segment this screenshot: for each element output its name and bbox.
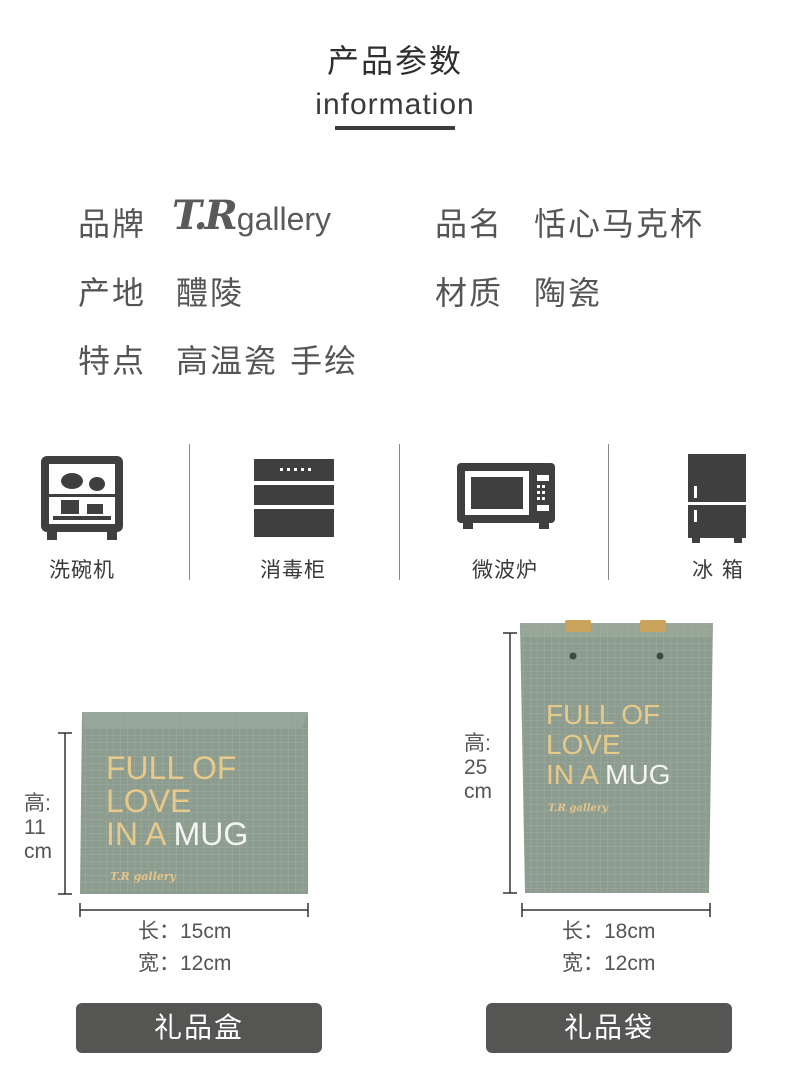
material-value: 陶瓷 bbox=[534, 274, 603, 312]
gift-bag-print: FULL OF LOVE IN A MUG bbox=[546, 700, 670, 790]
gift-box-image bbox=[58, 712, 309, 917]
print-line-3: IN A MUG bbox=[106, 818, 248, 851]
product-name-value: 恬心马克杯 bbox=[534, 205, 705, 243]
print-line-1: FULL OF bbox=[106, 750, 237, 786]
brand-logo: T.R gallery bbox=[172, 192, 332, 239]
appliance-label-sterilizer: 消毒柜 bbox=[260, 558, 326, 582]
print-line-2: LOVE bbox=[106, 783, 192, 819]
gift-box-button[interactable]: 礼品盒 bbox=[76, 1003, 322, 1053]
dishwasher-icon bbox=[39, 454, 125, 542]
box-height-label: 高: bbox=[24, 792, 51, 815]
appliance-label-refrigerator: 冰 箱 bbox=[692, 558, 744, 582]
material-label: 材质 bbox=[435, 274, 504, 312]
print-line-3: IN A MUG bbox=[546, 760, 670, 790]
origin-label: 产地 bbox=[78, 274, 147, 312]
print-line-3b: MUG bbox=[173, 816, 249, 852]
box-height-unit: cm bbox=[24, 840, 52, 863]
appliance-label-microwave: 微波炉 bbox=[472, 558, 538, 582]
gift-bag-image bbox=[503, 620, 713, 917]
print-line-1: FULL OF bbox=[546, 699, 661, 730]
microwave-icon bbox=[457, 463, 555, 529]
bag-length: 长：18cm bbox=[562, 920, 656, 943]
feature-value: 高温瓷 手绘 bbox=[176, 342, 359, 380]
bag-height-dimension: 高: 25 cm bbox=[464, 732, 492, 804]
brand-label: 品牌 bbox=[78, 205, 147, 243]
print-line-3a: IN A bbox=[106, 816, 165, 852]
bag-width: 宽：12cm bbox=[562, 952, 656, 975]
box-height-dimension: 高: 11 cm bbox=[24, 792, 52, 864]
bag-height-unit: cm bbox=[464, 780, 492, 803]
box-length: 长：15cm bbox=[138, 920, 232, 943]
box-width: 宽：12cm bbox=[138, 952, 232, 975]
product-name-label: 品名 bbox=[435, 205, 504, 243]
divider bbox=[399, 444, 400, 580]
bag-height-label: 高: bbox=[464, 732, 491, 755]
bag-height-value: 25 bbox=[464, 756, 488, 779]
print-line-2: LOVE bbox=[546, 729, 621, 760]
section-subtitle: information bbox=[315, 88, 475, 121]
brand-logo-mark: T.R bbox=[172, 192, 238, 239]
print-line-3b: MUG bbox=[605, 759, 671, 790]
gift-bag-button[interactable]: 礼品袋 bbox=[486, 1003, 732, 1053]
divider bbox=[189, 444, 190, 580]
section-title: 产品参数 bbox=[326, 42, 463, 80]
gift-box-print: FULL OF LOVE IN A MUG bbox=[106, 752, 248, 851]
appliance-label-dishwasher: 洗碗机 bbox=[49, 558, 115, 582]
print-line-3a: IN A bbox=[546, 759, 598, 790]
feature-label: 特点 bbox=[78, 342, 147, 380]
gift-bag-logo: T.R gallery bbox=[548, 803, 608, 814]
gift-box-logo: T.R gallery bbox=[110, 870, 176, 883]
title-underline bbox=[335, 126, 455, 130]
refrigerator-icon bbox=[688, 454, 748, 544]
sterilizer-cabinet-icon bbox=[254, 459, 334, 537]
divider bbox=[608, 444, 609, 580]
box-height-value: 11 bbox=[24, 816, 46, 839]
origin-value: 醴陵 bbox=[176, 274, 245, 312]
brand-logo-text: gallery bbox=[236, 201, 332, 237]
